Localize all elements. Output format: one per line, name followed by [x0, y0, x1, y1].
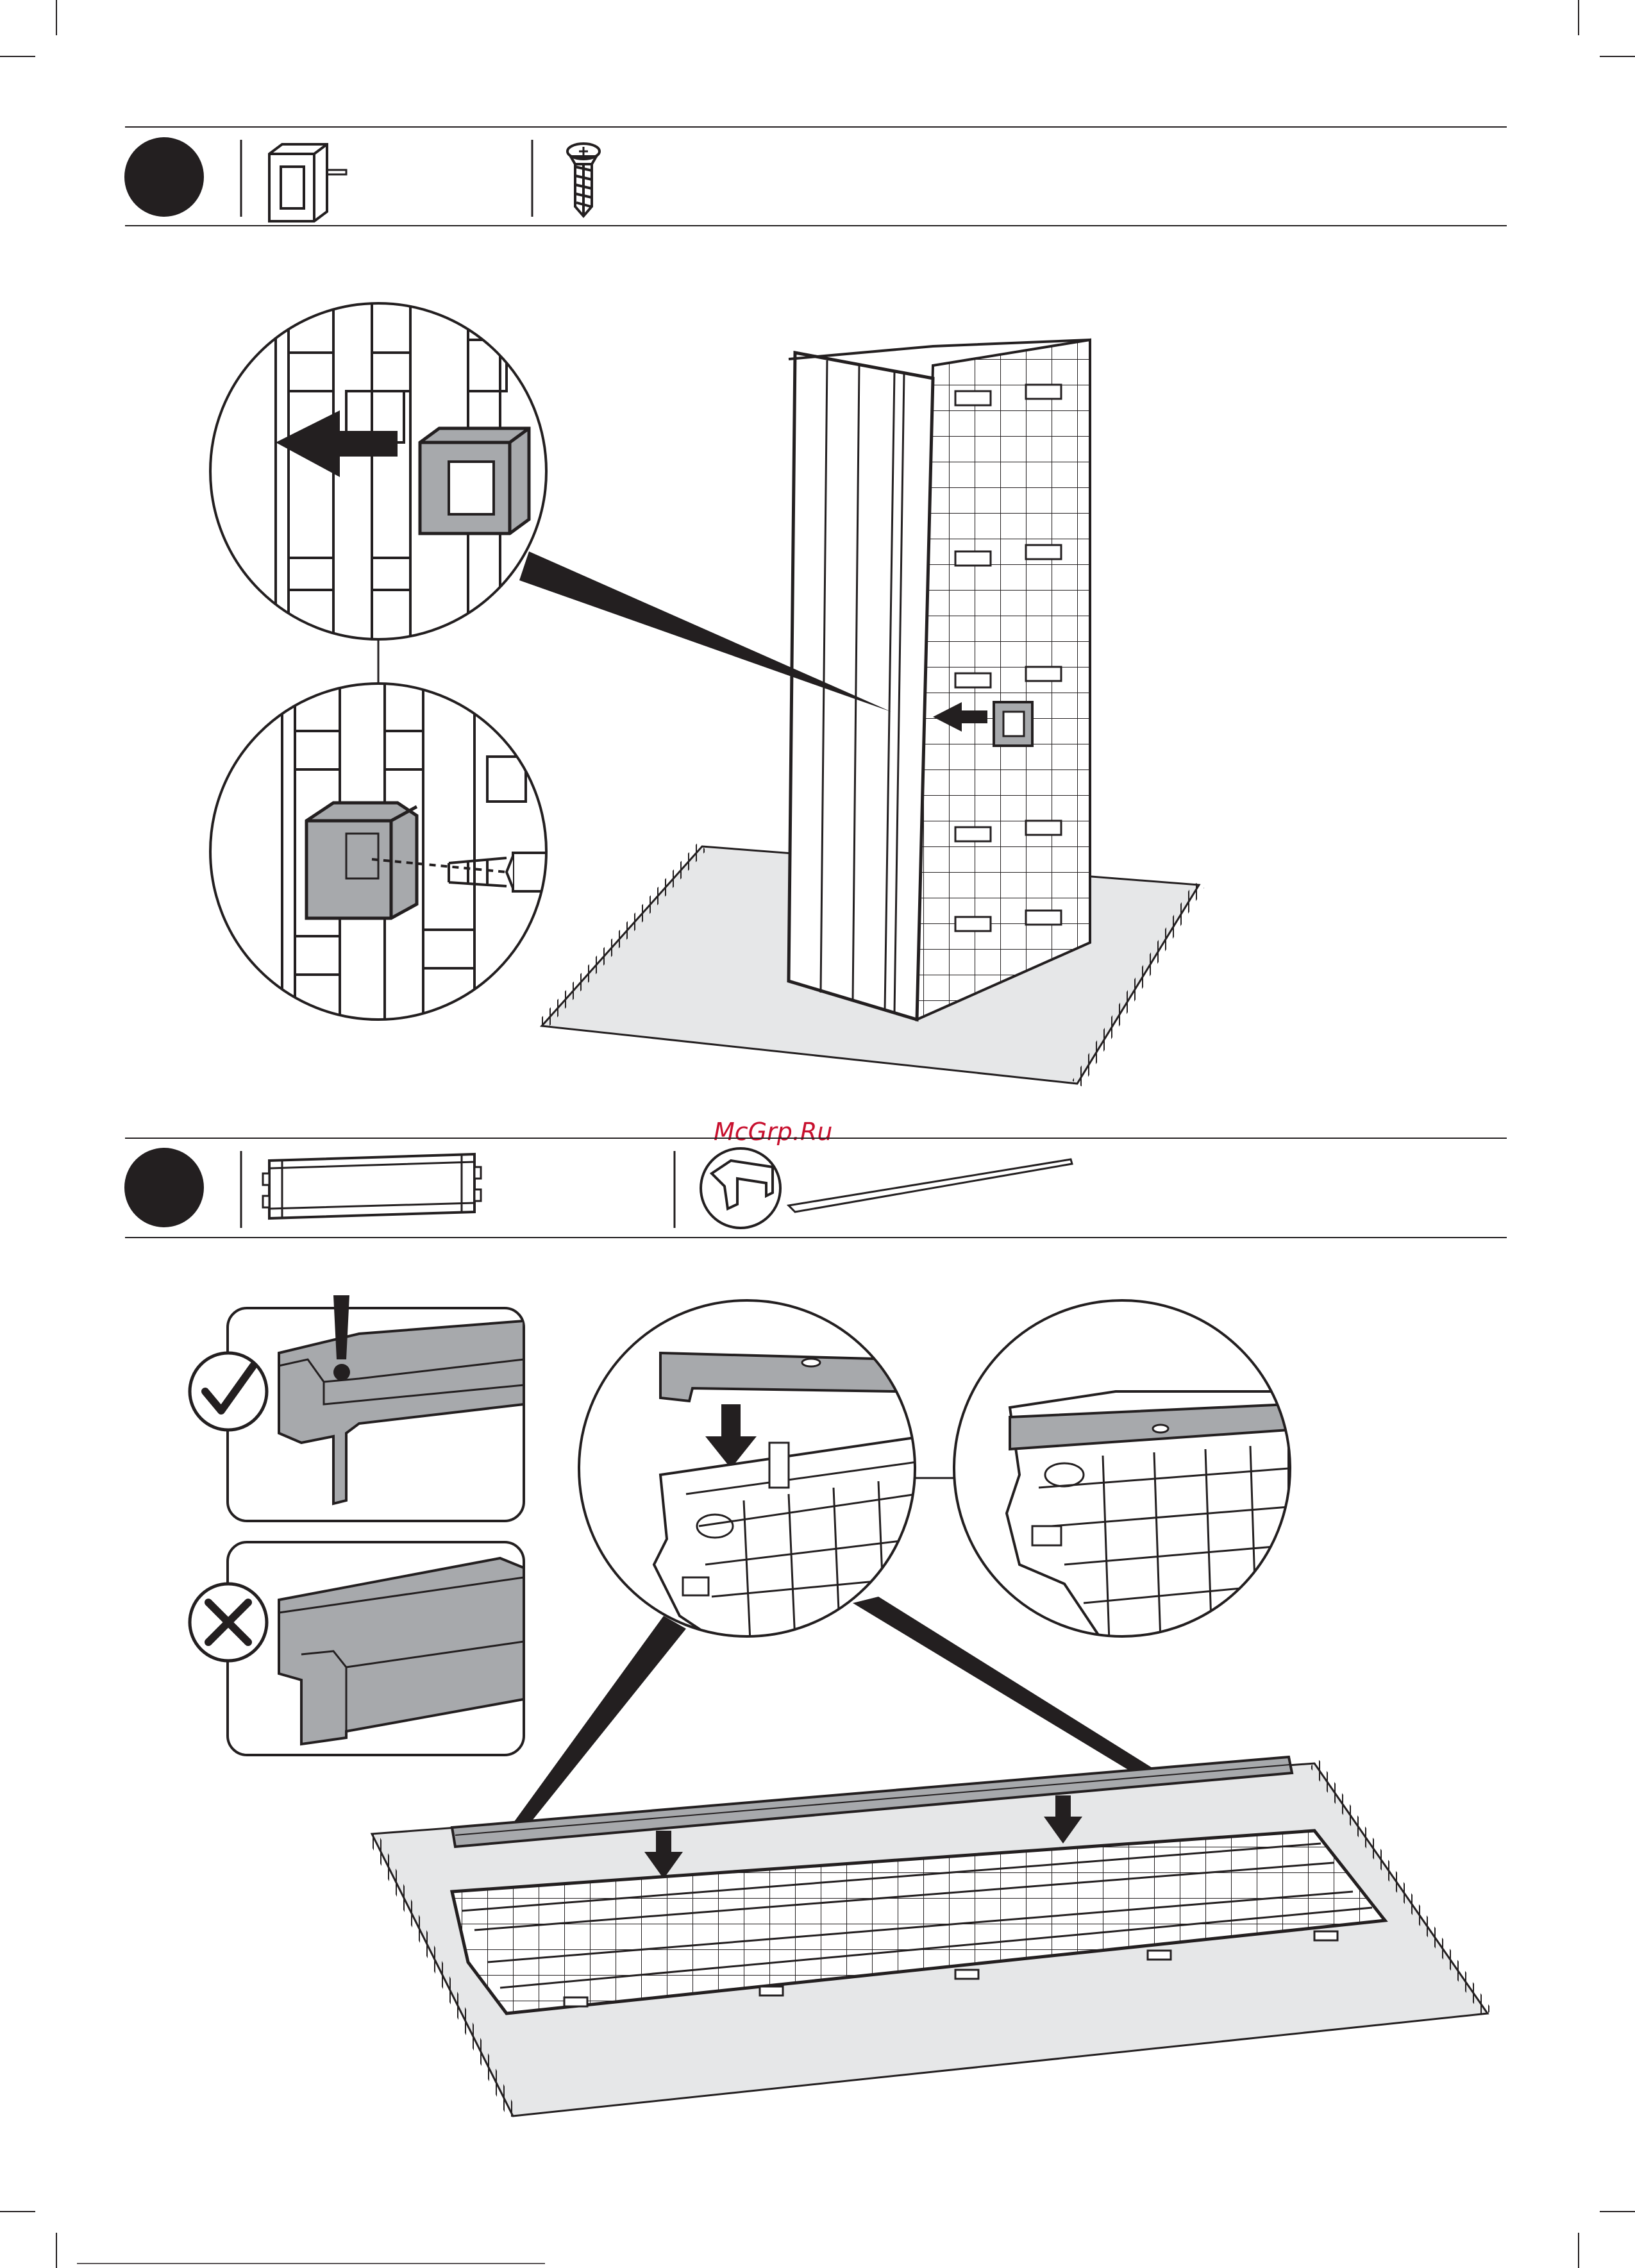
orientation-check-incorrect: [190, 1542, 524, 1755]
fasten-screw-icon: [205, 680, 599, 1026]
wall-connector-icon: [269, 144, 346, 221]
screw-icon: [567, 144, 600, 216]
metal-profile-icon: [701, 1148, 1072, 1228]
orientation-check-correct: [190, 1295, 524, 1521]
step-2-badge: [124, 1148, 204, 1227]
step-2-header: [124, 1138, 1507, 1238]
cross-mark-icon: [190, 1584, 267, 1661]
step-1-badge: [124, 137, 204, 217]
profile-lowering-icon: [577, 1298, 923, 1645]
watermark-text: McGrp.Ru: [714, 1118, 832, 1146]
profile-seated-icon: [952, 1298, 1298, 1645]
check-mark-icon: [190, 1353, 267, 1430]
insert-connector-icon: [205, 301, 551, 648]
step-1-illustration: [205, 301, 1199, 1084]
standing-wall-panel: [789, 340, 1090, 1020]
step-1-header: [124, 127, 1507, 226]
floor-panel-icon: [263, 1154, 481, 1218]
